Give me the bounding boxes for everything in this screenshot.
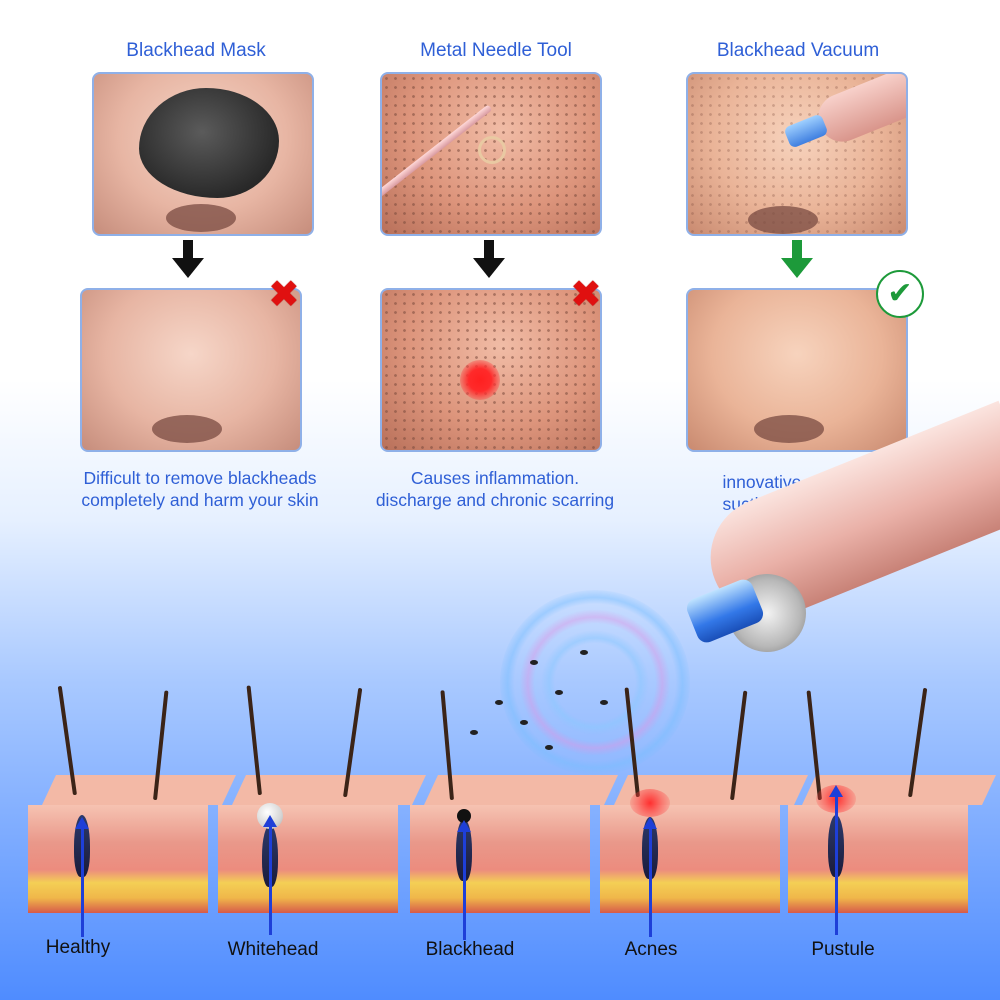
- skin-block-healthy: [28, 685, 236, 937]
- caption-line: Causes inflammation.: [410, 468, 580, 488]
- caption-needle: Causes inflammation. discharge and chron…: [340, 468, 650, 512]
- blue-pointer-arrow: [457, 820, 471, 940]
- skin-layers: [28, 805, 208, 913]
- skin-block-blackhead: [410, 690, 618, 940]
- skin-layers: [410, 805, 590, 913]
- label-pustule: Pustule: [811, 939, 875, 960]
- title-blackhead-vacuum: Blackhead Vacuum: [716, 40, 880, 61]
- label-acnes: Acnes: [624, 939, 678, 960]
- label-blackhead: Blackhead: [425, 939, 515, 960]
- down-arrow-icon: [172, 258, 204, 278]
- photo-mask-before: [92, 72, 314, 236]
- inflammation-spot: [460, 360, 500, 400]
- check-mark-icon: ✔: [876, 270, 924, 318]
- nostril: [166, 204, 236, 232]
- caption-line: Difficult to remove blackheads: [83, 468, 317, 488]
- suction-particle: [530, 660, 538, 665]
- blackhead-dot: [457, 809, 471, 823]
- skin-layers: [600, 805, 780, 913]
- arrow-stem: [183, 240, 193, 258]
- arrow-stem: [484, 240, 494, 258]
- skin-layers: [218, 805, 398, 913]
- suction-particle: [580, 650, 588, 655]
- blue-pointer-arrow: [643, 817, 657, 937]
- title-blackhead-mask: Blackhead Mask: [126, 40, 266, 61]
- needle-loop: [478, 136, 506, 164]
- suction-particle: [555, 690, 563, 695]
- suction-vortex: [500, 590, 690, 775]
- suction-particle: [545, 745, 553, 750]
- x-mark-icon: ✖: [268, 274, 300, 316]
- suction-particle: [520, 720, 528, 725]
- photo-mask-after: [80, 288, 302, 452]
- blue-pointer-arrow: [263, 815, 277, 935]
- caption-line: discharge and chronic scarring: [375, 489, 615, 510]
- nostril: [754, 415, 824, 443]
- label-whitehead: Whitehead: [227, 939, 319, 960]
- inflammation-spot: [630, 789, 670, 817]
- photo-needle-after: [380, 288, 602, 452]
- skin-block-whitehead: [218, 685, 426, 935]
- photo-vacuum-after: [686, 288, 908, 452]
- skin-block-pustule: [788, 687, 996, 935]
- nostril: [748, 206, 818, 234]
- caption-mask: Difficult to remove blackheads completel…: [40, 468, 360, 512]
- suction-particle: [495, 700, 503, 705]
- title-metal-needle-tool: Metal Needle Tool: [420, 40, 572, 61]
- mask-blob: [139, 88, 279, 198]
- down-arrow-icon: [473, 258, 505, 278]
- x-mark-icon: ✖: [570, 274, 602, 316]
- photo-vacuum-before: [686, 72, 908, 236]
- caption-line: completely and harm your skin: [81, 489, 319, 510]
- skin-layers: [788, 805, 968, 913]
- blue-pointer-arrow: [75, 817, 89, 937]
- label-healthy: Healthy: [45, 937, 111, 958]
- skin-block-acnes: [600, 687, 808, 937]
- photo-needle-before: [380, 72, 602, 236]
- blue-pointer-arrow: [829, 785, 843, 935]
- suction-particle: [470, 730, 478, 735]
- down-arrow-icon: [781, 258, 813, 278]
- arrow-stem: [792, 240, 802, 258]
- nostril: [152, 415, 222, 443]
- suction-particle: [600, 700, 608, 705]
